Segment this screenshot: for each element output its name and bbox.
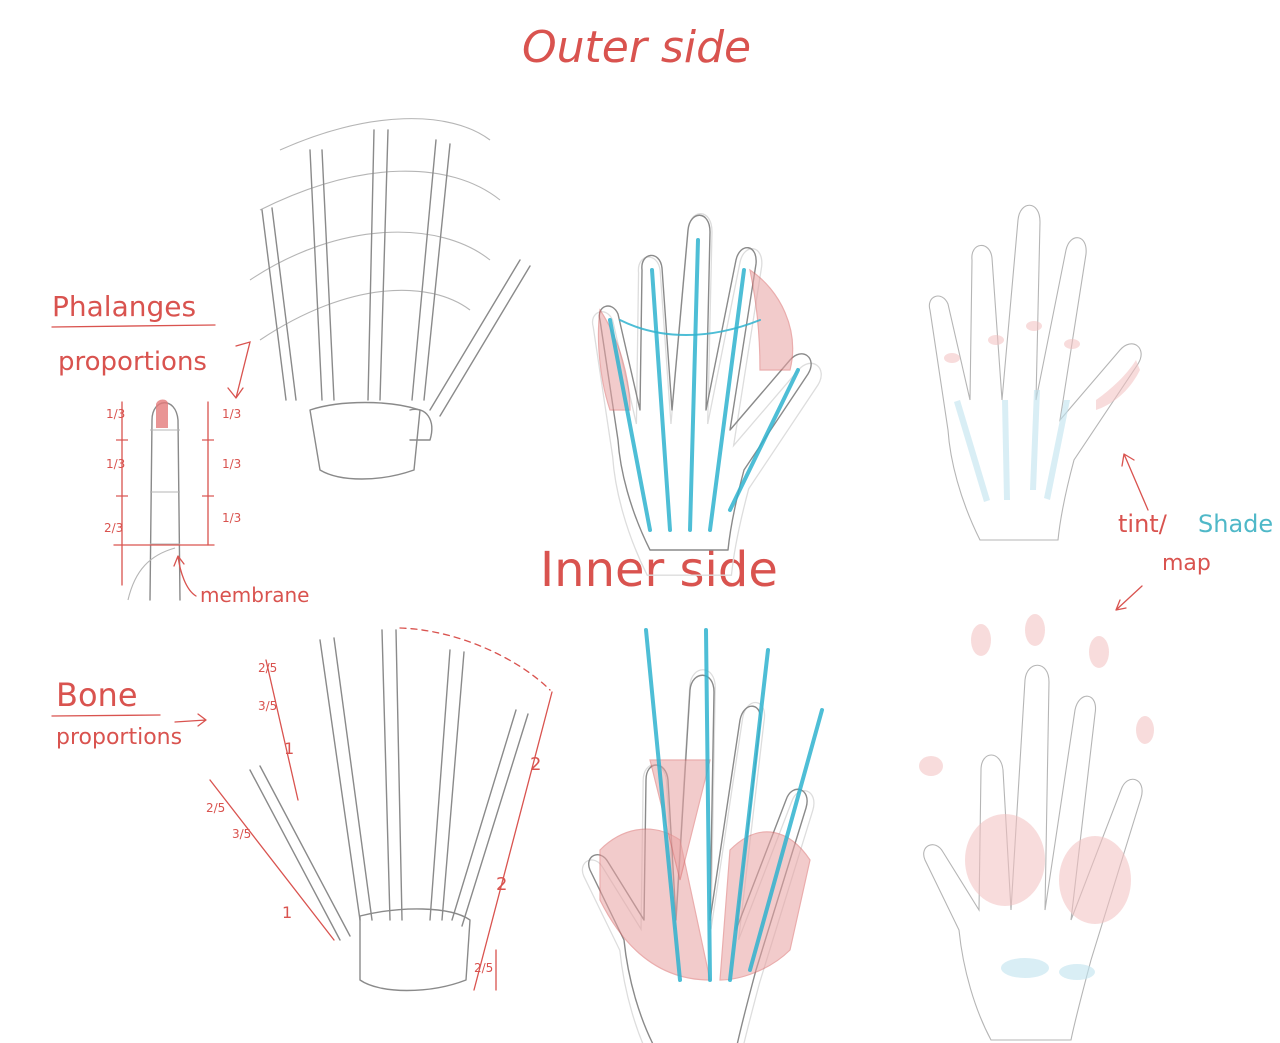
tint-shade-map-label: tint/ Shade map <box>1115 453 1273 611</box>
outer-tendon-hand <box>591 213 822 576</box>
svg-text:1: 1 <box>284 739 294 758</box>
svg-text:Phalanges: Phalanges <box>52 290 196 323</box>
inner-tint-map-hand <box>919 614 1154 1041</box>
svg-text:map: map <box>1162 551 1211 576</box>
svg-text:1/3: 1/3 <box>222 457 241 471</box>
inner-side-heading: Inner side <box>540 542 778 598</box>
finger-proportion-diagram: 1/3 1/3 2/3 1/3 1/3 1/3 membrane <box>104 399 309 607</box>
phalanges-label: Phalanges proportions <box>51 290 251 399</box>
svg-text:1/3: 1/3 <box>222 511 241 525</box>
inner-muscle-hand <box>581 628 824 1043</box>
svg-text:proportions: proportions <box>56 725 182 750</box>
svg-text:1/3: 1/3 <box>106 457 125 471</box>
svg-text:Bone: Bone <box>56 676 138 714</box>
svg-text:membrane: membrane <box>200 583 309 607</box>
svg-text:3/5: 3/5 <box>232 827 251 841</box>
svg-text:1/3: 1/3 <box>222 407 241 421</box>
svg-text:3/5: 3/5 <box>258 699 277 713</box>
svg-text:2/3: 2/3 <box>104 521 123 535</box>
svg-text:proportions: proportions <box>58 347 207 377</box>
outer-skeleton-hand <box>249 118 531 480</box>
bone-proportions-label: Bone proportions <box>51 676 207 750</box>
svg-text:2/5: 2/5 <box>258 661 277 675</box>
svg-text:Shade: Shade <box>1198 510 1273 538</box>
svg-text:1/3: 1/3 <box>106 407 125 421</box>
outer-side-heading: Outer side <box>522 22 751 73</box>
svg-text:2: 2 <box>496 874 507 895</box>
svg-text:2/5: 2/5 <box>206 801 225 815</box>
outer-tint-map-hand <box>928 204 1142 541</box>
inner-skeleton-hand <box>209 627 553 992</box>
svg-text:2: 2 <box>530 754 541 775</box>
svg-text:1: 1 <box>282 903 292 922</box>
svg-text:tint/: tint/ <box>1118 510 1168 538</box>
svg-text:2/5: 2/5 <box>474 961 493 975</box>
